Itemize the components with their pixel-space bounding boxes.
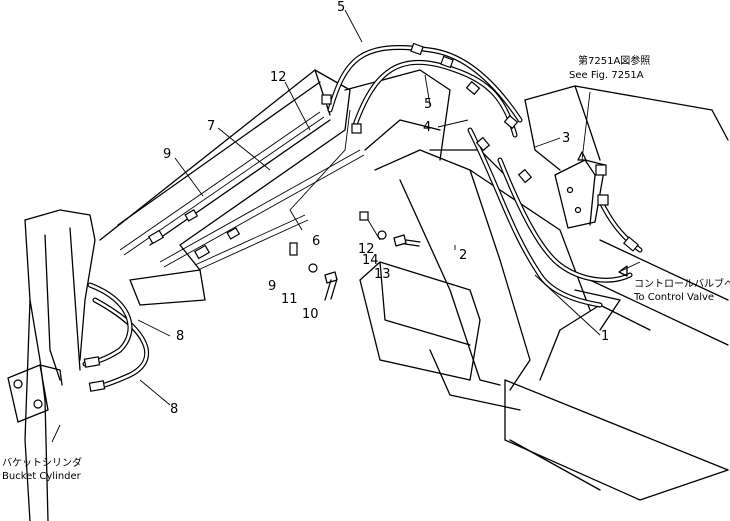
- boom: [99, 69, 591, 391]
- control-valve-en: To Control Valve: [633, 292, 714, 303]
- callout-8-lower: 8: [170, 402, 178, 417]
- callout-11: 11: [281, 292, 298, 307]
- callout-12-lower: 12: [358, 242, 375, 257]
- callout-5-top: 5: [337, 0, 345, 15]
- bucket-cylinder-fitting: [7, 364, 63, 423]
- see-fig-jp: 第7251A図参照: [578, 54, 650, 67]
- control-valve-jp: コントロールバルブへ: [634, 277, 730, 290]
- callout-2: 2: [459, 248, 467, 263]
- bucket-cylinder-jp: バケットシリンダ: [2, 456, 82, 469]
- callout-14: 14: [362, 253, 379, 268]
- notes: 第7251A図参照 See Fig. 7251A コントロールバルブへ To C…: [2, 54, 730, 482]
- boom-pipes: [119, 109, 365, 271]
- callout-7: 7: [207, 119, 215, 134]
- callout-numbers: 5 5 12 7 9 4 3 6 2 12 14 13 9 11 10 1 8 …: [163, 0, 609, 417]
- bucket-cylinder-en: Bucket Cylinder: [2, 471, 82, 482]
- callout-1: 1: [601, 329, 609, 344]
- callout-9-lower: 9: [268, 279, 276, 294]
- callout-8-upper: 8: [176, 329, 184, 344]
- machine-body: [359, 85, 729, 501]
- see-fig-en: See Fig. 7251A: [569, 70, 644, 81]
- callout-13: 13: [374, 267, 391, 282]
- callout-5-lower: 5: [424, 97, 432, 112]
- callout-10: 10: [302, 307, 319, 322]
- callout-3: 3: [562, 131, 570, 146]
- callout-4: 4: [423, 120, 431, 135]
- control-valve-block: [554, 159, 640, 252]
- callout-9-upper: 9: [163, 147, 171, 162]
- bolts: [324, 234, 421, 301]
- fittings: [83, 42, 533, 392]
- arm: [24, 209, 96, 521]
- callout-12-upper: 12: [270, 70, 287, 85]
- callout-6: 6: [312, 234, 320, 249]
- leader-lines: [51, 9, 641, 443]
